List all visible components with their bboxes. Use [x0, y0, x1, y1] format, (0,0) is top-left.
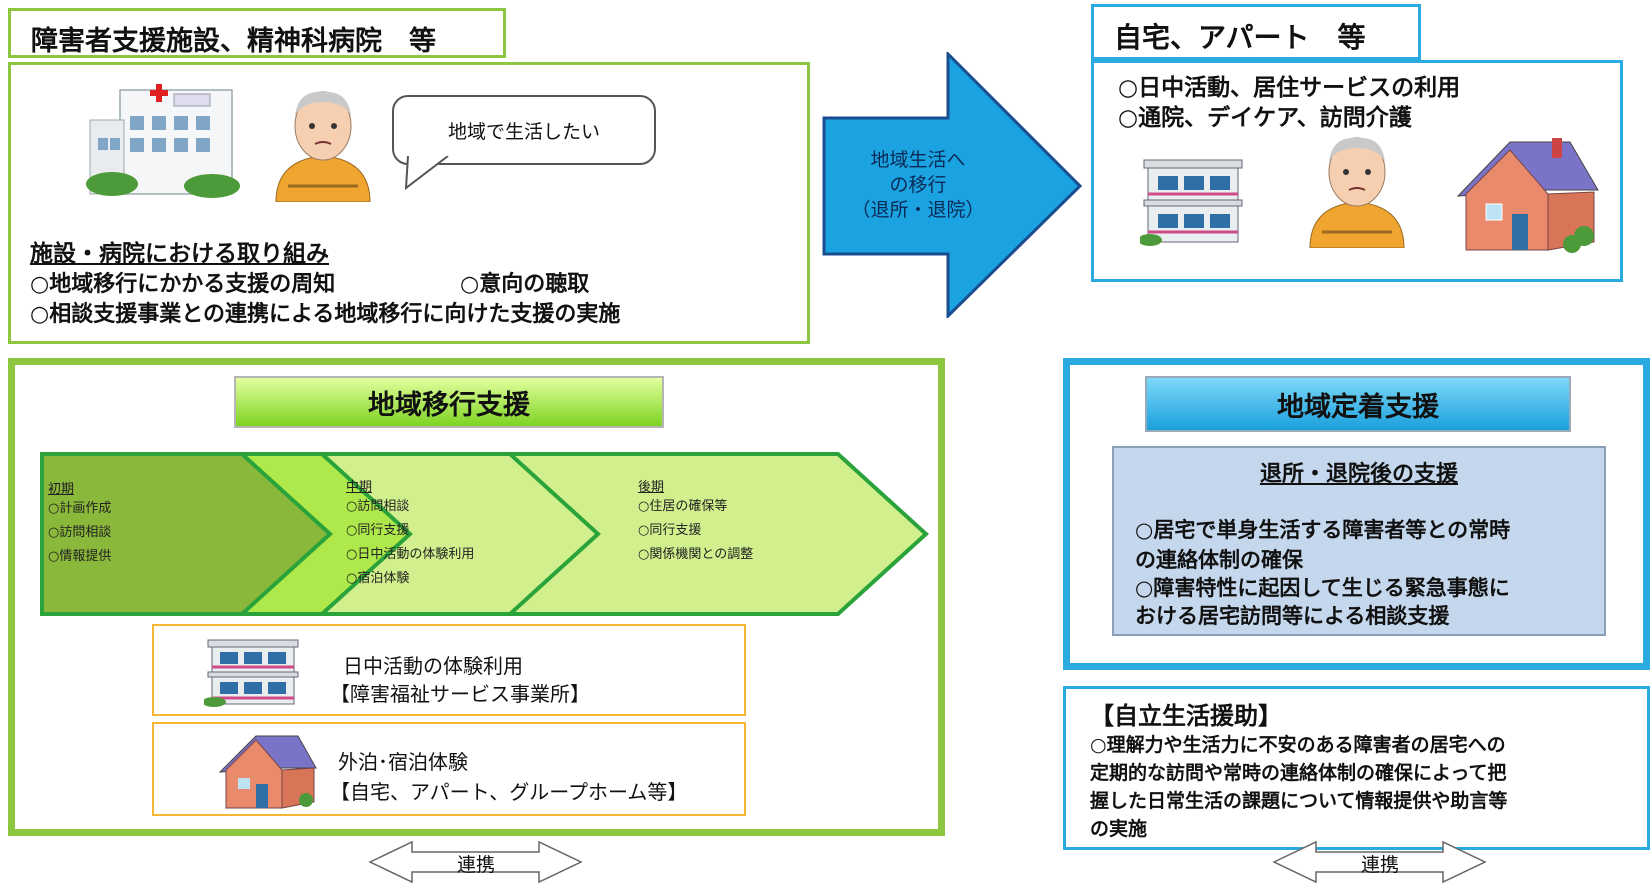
facility-bullet: ○相談支援事業との連携による地域移行に向けた支援の実施 [30, 302, 621, 327]
home-title: 自宅、アパート 等 [1091, 4, 1421, 60]
arrow-label-line: の移行 [889, 174, 947, 196]
transition-arrow-label: 地域生活へ の移行 （退所・退院） [838, 148, 998, 223]
phase-item: ○同行支援 [638, 523, 702, 538]
phase-item: ○関係機関との調整 [638, 547, 754, 562]
phase-item: ○訪問相談 [346, 499, 410, 514]
stay-trial-sublabel: 【自宅、アパート、グループホーム等】 [330, 780, 688, 804]
phase-item: ○同行支援 [346, 523, 410, 538]
phase-title: 後期 [638, 480, 665, 495]
post-discharge-line: おける居宅訪問等による相談支援 [1135, 604, 1450, 628]
independent-living-title: 【自立生活援助】 [1090, 702, 1282, 730]
phase-early: 初期 ○計画作成 ○訪問相談 ○情報提供 [48, 478, 111, 569]
home-panel [1091, 60, 1623, 282]
link-double-arrow [368, 840, 583, 884]
phase-chevrons [40, 452, 929, 616]
phase-late-chevron [504, 452, 929, 616]
day-trial-sublabel: 【障害福祉サービス事業所】 [330, 682, 590, 706]
post-discharge-line: ○障害特性に起因して生じる緊急事態に [1135, 576, 1510, 600]
apartment-icon [204, 639, 299, 707]
independent-living-line: ○理解力や生活力に不安のある障害者の居宅への [1090, 734, 1506, 756]
post-discharge-title: 退所・退院後の支援 [1259, 462, 1458, 487]
person-icon [275, 91, 371, 202]
apartment-icon [1140, 159, 1243, 246]
facility-bullet: ○地域移行にかかる支援の周知 [30, 272, 336, 297]
house-icon [218, 735, 317, 809]
phase-title: 中期 [346, 480, 373, 495]
independent-living-panel [1063, 686, 1650, 850]
home-line: ○日中活動、居住サービスの利用 [1118, 75, 1461, 101]
facility-heading: 施設・病院における取り組み [30, 241, 329, 267]
link-label: 連携 [456, 854, 495, 876]
facility-panel [8, 62, 810, 344]
link-double-arrow [1272, 840, 1487, 884]
home-line: ○通院、デイケア、訪問介護 [1118, 105, 1412, 131]
settlement-support-panel [1063, 358, 1650, 670]
speech-bubble-tail [404, 156, 449, 191]
phase-title: 初期 [48, 482, 75, 497]
phase-item: ○情報提供 [48, 549, 112, 564]
phase-late: 後期 ○住居の確保等 ○同行支援 ○関係機関との調整 [638, 476, 753, 567]
phase-early-shape [40, 452, 333, 616]
day-trial-label: 日中活動の体験利用 [343, 654, 523, 678]
stay-trial-label: 外泊･宿泊体験 [338, 750, 468, 774]
phase-mid: 中期 ○訪問相談 ○同行支援 ○日中活動の体験利用 ○宿泊体験 [346, 476, 474, 591]
facility-bullet: ○意向の聴取 [460, 272, 590, 297]
post-discharge-box [1112, 446, 1606, 636]
phase-item: ○訪問相談 [48, 525, 112, 540]
person-icon [1309, 137, 1405, 248]
post-discharge-line: ○居宅で単身生活する障害者等との常時 [1135, 518, 1511, 542]
independent-living-line: 定期的な訪問や常時の連絡体制の確保によって把 [1090, 762, 1507, 784]
independent-living-line: の実施 [1090, 818, 1148, 840]
transition-arrow [822, 52, 1082, 318]
phase-item: ○日中活動の体験利用 [346, 547, 475, 562]
transition-support-title: 地域移行支援 [234, 376, 664, 428]
post-discharge-line: の連絡体制の確保 [1135, 548, 1303, 572]
independent-living-line: 握した日常生活の課題について情報提供や助言等 [1090, 790, 1508, 812]
facility-title: 障害者支援施設、精神科病院 等 [8, 8, 506, 58]
arrow-label-line: （退所・退院） [851, 199, 985, 221]
speech-bubble: 地域で生活したい [392, 95, 656, 165]
arrow-label-line: 地域生活へ [870, 149, 966, 171]
phase-item: ○宿泊体験 [346, 571, 410, 586]
phase-item: ○計画作成 [48, 501, 112, 516]
link-label: 連携 [1360, 854, 1399, 876]
settlement-support-title: 地域定着支援 [1145, 376, 1571, 432]
house-icon [1456, 138, 1599, 253]
transition-support-panel [8, 358, 945, 836]
hospital-icon [86, 84, 240, 198]
phase-item: ○住居の確保等 [638, 499, 728, 514]
